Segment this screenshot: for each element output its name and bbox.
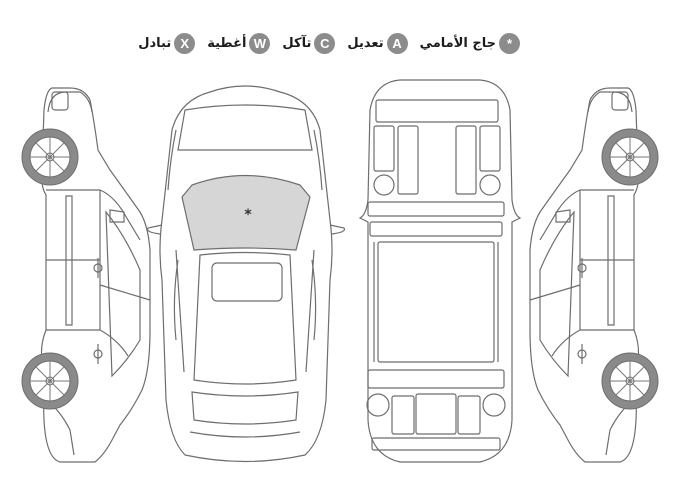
wheel-right-front-icon <box>601 128 659 186</box>
wheel-right-rear-icon <box>601 352 659 410</box>
legend-label-replacement: تبادل <box>138 35 172 51</box>
car-right-side-view[interactable] <box>529 87 659 463</box>
legend-label-modification: تعديل <box>347 35 384 51</box>
a-badge-icon: A <box>386 32 408 54</box>
damage-legend: * جاج الأمامي A تعديل C تآكل W أغطية X ت… <box>120 30 520 56</box>
asterisk-badge-icon: * <box>499 32 520 54</box>
legend-label-corrosion: تآكل <box>282 35 312 51</box>
legend-label-covers: أغطية <box>207 35 247 51</box>
w-badge-icon: W <box>249 32 271 54</box>
wheel-left-front-icon <box>21 128 79 186</box>
c-badge-icon: C <box>314 32 336 54</box>
legend-label-windshield: جاج الأمامي <box>419 35 496 51</box>
car-top-view[interactable]: * <box>146 85 346 463</box>
legend-item-windshield: * جاج الأمامي <box>419 32 520 54</box>
wheel-left-rear-icon <box>21 352 79 410</box>
car-underside-view[interactable] <box>358 79 522 463</box>
car-left-side-view[interactable] <box>21 87 151 463</box>
windshield-marker: * <box>244 207 252 223</box>
x-badge-icon: X <box>174 32 196 54</box>
legend-item-covers: W أغطية <box>207 32 271 54</box>
legend-item-corrosion: C تآكل <box>282 32 336 54</box>
legend-item-modification: A تعديل <box>347 32 408 54</box>
windshield-area <box>181 174 311 251</box>
legend-item-replacement: X تبادل <box>138 32 196 54</box>
